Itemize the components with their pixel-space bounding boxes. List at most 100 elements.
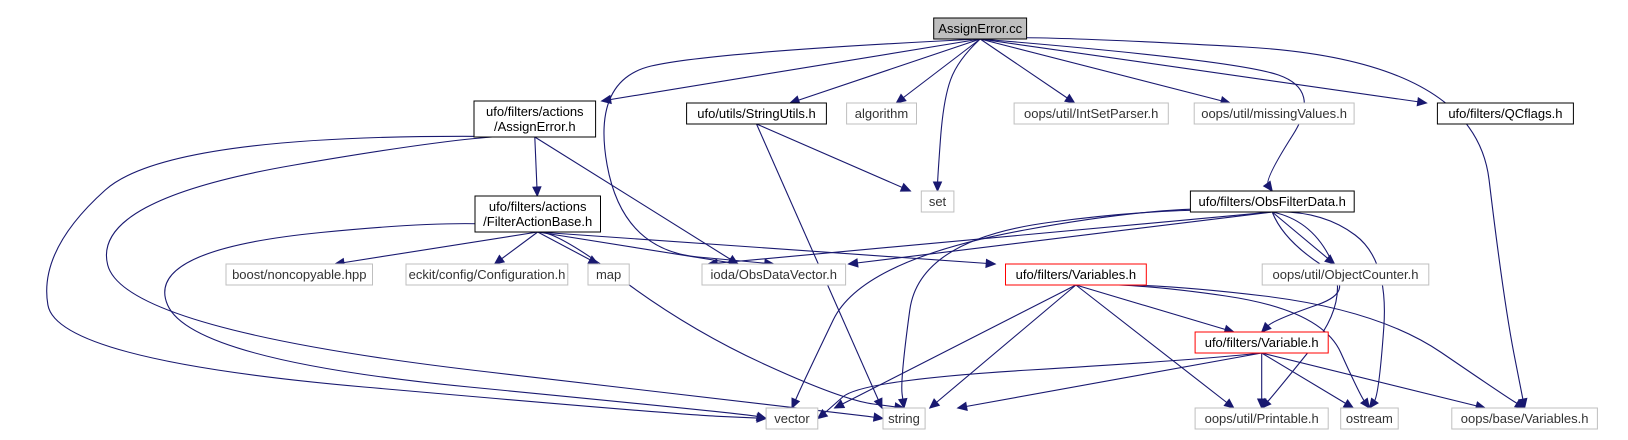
edge-var-to-oopsvars [1261, 352, 1486, 409]
node-var[interactable]: ufo/filters/Variable.h [1194, 331, 1329, 354]
node-ostream-label: ostream [1346, 411, 1393, 426]
edge-vars-to-oopsvars [1075, 283, 1525, 409]
arrowhead-root-to-intset [1064, 93, 1076, 104]
arrowhead-var-to-string [956, 401, 968, 411]
node-obsfd-label: ufo/filters/ObsFilterData.h [1199, 194, 1346, 209]
node-root[interactable]: AssignError.cc [933, 17, 1028, 40]
node-intset-label: oops/util/IntSetParser.h [1024, 106, 1158, 121]
arrowhead-fab-to-vector [755, 411, 768, 421]
edge-vars-to-vector [834, 284, 1077, 409]
node-algorithm: algorithm [846, 102, 917, 125]
node-vector-box [765, 407, 819, 430]
edge-fab-to-vector [164, 223, 767, 420]
edge-fab-to-vars [537, 231, 996, 265]
node-set-label: set [929, 194, 947, 209]
arrowhead-assign-to-fab [532, 186, 542, 198]
node-fab-box [474, 195, 601, 233]
arrowhead-fab-to-eckit [493, 254, 506, 265]
node-objcounter: oops/util/ObjectCounter.h [1261, 263, 1430, 286]
edge-var-to-ostream [1261, 352, 1354, 409]
arrowhead-vars-to-ostream [1359, 397, 1371, 409]
edge-obsfd-to-string [901, 209, 1273, 409]
node-root-label: AssignError.cc [938, 21, 1022, 36]
edge-obsfd-to-objcounter [1271, 211, 1335, 265]
arrowhead-var-to-vector [816, 408, 829, 420]
node-assign-box [473, 100, 597, 138]
node-assign[interactable]: ufo/filters/actions/AssignError.h [473, 100, 597, 138]
node-iodavec-box [701, 263, 847, 286]
arrowhead-vars-to-printable [1223, 398, 1235, 409]
node-string: string [882, 407, 926, 430]
node-missing: oops/util/missingValues.h [1193, 102, 1355, 125]
node-intset: oops/util/IntSetParser.h [1013, 102, 1169, 125]
edge-vars-to-string [929, 284, 1077, 409]
node-fab[interactable]: ufo/filters/actions/FilterActionBase.h [474, 195, 601, 233]
arrowhead-strutils-to-set [899, 182, 912, 192]
node-boost-label: boost/noncopyable.hpp [232, 267, 366, 282]
node-printable-box [1194, 407, 1329, 430]
edge-root-to-assign [601, 38, 981, 102]
node-fab-label-line-2: /FilterActionBase.h [483, 214, 592, 229]
node-eckit-label: eckit/config/Configuration.h [409, 267, 566, 282]
arrowhead-obsfd-to-iodavec [847, 258, 859, 268]
node-obsfd-box [1189, 190, 1355, 213]
edge-assign-to-iodavec [534, 136, 739, 265]
node-root-box [933, 17, 1028, 40]
node-vars[interactable]: ufo/filters/Variables.h [1005, 263, 1147, 286]
arrowhead-var-to-printable [1256, 398, 1267, 410]
node-strutils-label: ufo/utils/StringUtils.h [697, 106, 816, 121]
node-vars-box [1005, 263, 1147, 286]
edge-root-to-iodavec [603, 38, 981, 265]
node-strutils[interactable]: ufo/utils/StringUtils.h [686, 102, 827, 125]
edges-layer [46, 37, 1528, 423]
node-qcflags-label: ufo/filters/QCflags.h [1448, 106, 1562, 121]
arrowhead-obsfd-to-string [897, 397, 908, 410]
edge-var-to-vector [817, 352, 1262, 419]
arrowhead-obsfd-to-var [1260, 321, 1272, 333]
node-vars-label: ufo/filters/Variables.h [1016, 267, 1136, 282]
node-map-box [587, 263, 630, 286]
arrowhead-root-to-obsfd [1262, 180, 1273, 192]
edge-root-to-qcflags [980, 38, 1427, 104]
edge-fab-to-boost [334, 231, 538, 265]
arrowhead-root-to-set [932, 181, 943, 193]
edge-fab-to-string [537, 231, 905, 409]
node-vector: vector [765, 407, 819, 430]
edge-assign-to-vector [46, 135, 767, 420]
node-eckit: eckit/config/Configuration.h [405, 263, 569, 286]
edge-fab-to-iodavec [537, 231, 739, 265]
node-iodavec-label: ioda/ObsDataVector.h [711, 267, 837, 282]
node-boost-box [225, 263, 373, 286]
node-iodavec: ioda/ObsDataVector.h [701, 263, 847, 286]
edge-vars-to-printable [1075, 284, 1235, 409]
edge-vars-to-var [1075, 284, 1234, 333]
node-printable: oops/util/Printable.h [1194, 407, 1329, 430]
edge-obsfd-to-vector [791, 208, 1273, 409]
node-string-label: string [888, 411, 920, 426]
node-missing-box [1193, 102, 1355, 125]
node-algorithm-box [846, 102, 917, 125]
node-assign-label-line-1: ufo/filters/actions [486, 104, 584, 119]
arrowhead-vars-to-vector [833, 399, 846, 409]
arrowhead-strutils-to-string [873, 397, 883, 410]
edge-root-to-obsfd [980, 38, 1305, 192]
edge-vars-to-ostream [1075, 283, 1370, 409]
node-obsfd[interactable]: ufo/filters/ObsFilterData.h [1189, 190, 1355, 213]
node-boost: boost/noncopyable.hpp [225, 263, 373, 286]
edge-fab-to-map [537, 231, 599, 265]
edge-obsfd-to-map [708, 211, 1273, 265]
node-set: set [920, 190, 955, 213]
edge-strutils-to-set [756, 123, 911, 192]
arrowhead-vars-to-string [928, 398, 941, 409]
node-strutils-box [686, 102, 827, 125]
edge-root-to-oopsvars [980, 37, 1526, 409]
node-qcflags[interactable]: ufo/filters/QCflags.h [1436, 102, 1574, 125]
arrowhead-vars-to-oopsvars [1513, 398, 1526, 409]
node-eckit-box [405, 263, 569, 286]
arrowhead-root-to-qcflags [1416, 96, 1428, 107]
edge-var-to-string [957, 352, 1262, 409]
edge-root-to-set [936, 38, 981, 191]
arrowhead-obsfd-to-vector [791, 397, 801, 410]
node-oopsvars-label: oops/base/Variables.h [1461, 411, 1589, 426]
